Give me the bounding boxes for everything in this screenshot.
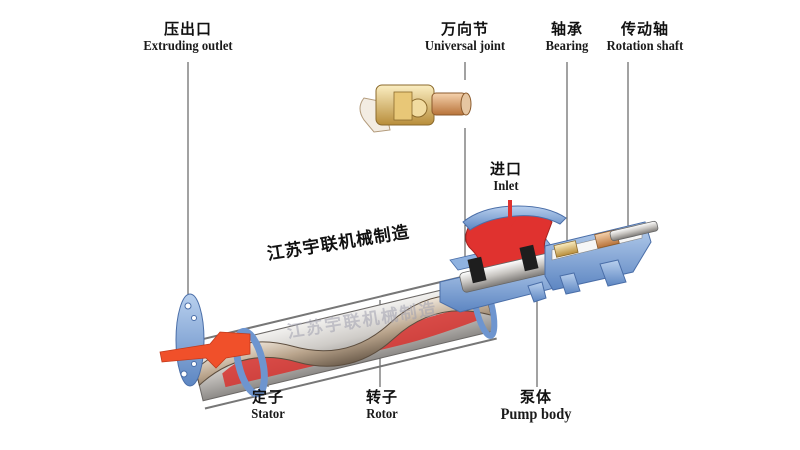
label-en: Bearing — [545, 39, 589, 54]
stator-tube — [188, 271, 498, 410]
label-en: Universal joint — [424, 39, 506, 54]
label-rotor: 转子 Rotor — [365, 388, 400, 424]
label-rotation-shaft: 传动轴 Rotation shaft — [602, 20, 687, 56]
label-zh: 压出口 — [163, 20, 212, 38]
outlet-flange — [159, 293, 251, 387]
label-zh: 进口 — [489, 160, 523, 178]
label-en: Pump body — [500, 406, 572, 423]
label-en: Rotation shaft — [606, 39, 684, 54]
label-en: Stator — [251, 407, 285, 422]
bearing-housing — [544, 220, 659, 295]
universal-joint-inset — [359, 84, 472, 133]
label-universal-joint: 万向节 Universal joint — [420, 20, 509, 56]
label-en: Inlet — [493, 179, 519, 194]
label-pump-body: 泵体 Pump body — [497, 388, 576, 424]
label-extruding-outlet: 压出口 Extruding outlet — [138, 20, 237, 56]
label-zh: 万向节 — [440, 20, 489, 38]
label-stator: 定子 Stator — [249, 388, 286, 424]
label-zh: 定子 — [251, 388, 285, 406]
label-zh: 泵体 — [519, 388, 553, 406]
label-bearing: 轴承 Bearing — [543, 20, 590, 56]
label-inlet: 进口 Inlet — [490, 160, 522, 196]
label-en: Extruding outlet — [143, 39, 233, 54]
pump-body — [439, 200, 571, 313]
label-en: Rotor — [366, 407, 398, 422]
label-zh: 传动轴 — [620, 20, 670, 38]
label-zh: 转子 — [365, 388, 398, 406]
label-zh: 轴承 — [550, 20, 584, 38]
